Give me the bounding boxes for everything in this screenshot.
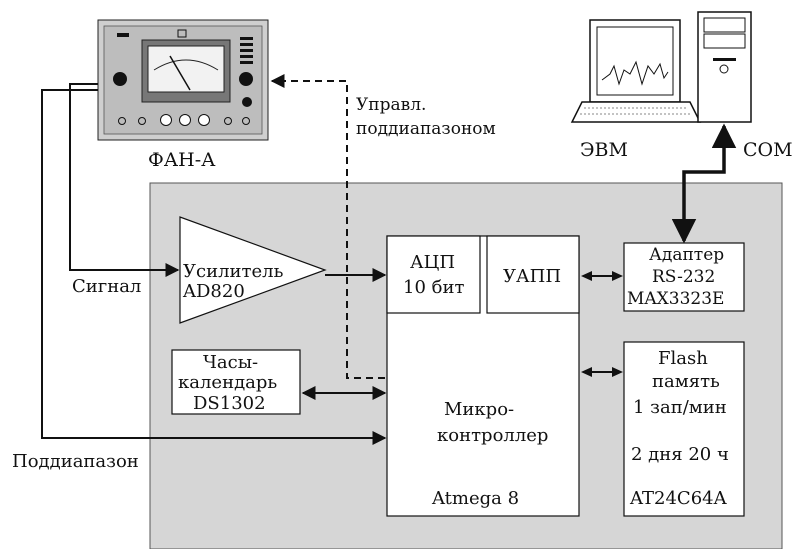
uart-block xyxy=(486,235,580,314)
computer-icon xyxy=(570,11,752,123)
control-label-1: Управл. xyxy=(356,95,426,115)
adapter-chip: MAX3323E xyxy=(627,289,724,309)
clock-name-2: календарь xyxy=(178,372,277,393)
mcu-flash-diamond-right xyxy=(612,367,623,377)
fan-a-label: ФАН-А xyxy=(148,149,216,171)
adapter-name: Адаптер xyxy=(649,245,724,265)
adapter-standard: RS-232 xyxy=(652,267,715,287)
fan-a-instrument xyxy=(97,19,269,141)
mcu-model: Atmega 8 xyxy=(431,488,519,509)
amplifier-block xyxy=(179,216,327,324)
subrange-wire xyxy=(41,89,387,445)
com-port-label: COM xyxy=(743,139,793,161)
computer-label: ЭВМ xyxy=(580,139,628,161)
adc-name: АЦП xyxy=(410,252,455,273)
adc-block xyxy=(386,235,481,314)
adapter-com-wire xyxy=(671,123,737,244)
flash-chip: AT24C64A xyxy=(629,488,728,509)
amplifier-model: AD820 xyxy=(182,281,245,302)
meter-needle xyxy=(169,55,191,91)
amplifier-name: Усилитель xyxy=(183,261,284,282)
mcu-flash-diamond-left xyxy=(581,367,592,377)
subrange-label: Поддиапазон xyxy=(12,451,139,472)
control-label-2: поддиапазоном xyxy=(356,119,496,139)
mcu-name-1: Микро- xyxy=(444,399,514,420)
flash-capacity: 2 дня 20 ч xyxy=(631,444,729,465)
signal-wire xyxy=(69,83,180,277)
control-wire xyxy=(270,74,385,379)
clock-chip: DS1302 xyxy=(193,393,266,414)
flash-memory: память xyxy=(652,371,720,392)
adc-bits: 10 бит xyxy=(403,277,464,298)
knob-right xyxy=(239,72,253,86)
flash-name: Flash xyxy=(658,348,708,369)
signal-label: Сигнал xyxy=(72,276,141,297)
clock-name-1: Часы- xyxy=(203,352,258,373)
clock-block xyxy=(171,349,301,415)
flash-block xyxy=(623,341,745,517)
mcu-name-2: контроллер xyxy=(437,425,548,446)
uart-adapter-diamond-right xyxy=(612,271,623,281)
uart-label: УАПП xyxy=(503,266,561,287)
flash-rate: 1 зап/мин xyxy=(633,397,727,418)
uart-adapter-diamond-left xyxy=(581,271,592,281)
knob-left xyxy=(113,72,127,86)
